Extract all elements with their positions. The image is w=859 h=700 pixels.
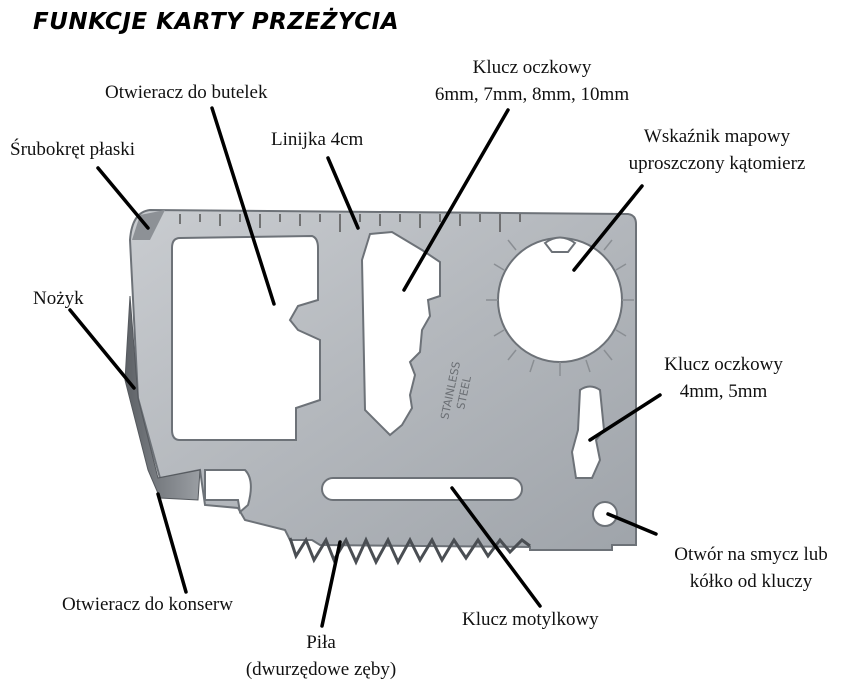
page-title: FUNKCJE KARTY PRZEŻYCIA <box>33 9 400 35</box>
small-wrench-slot <box>570 385 606 479</box>
leader-bottle-opener <box>210 106 276 306</box>
label-ring-wrench-small: Klucz oczkowy 4mm, 5mm <box>651 351 796 405</box>
leader-saw <box>320 540 342 628</box>
leader-butterfly-wrench <box>450 486 542 608</box>
label-saw-line2: (dwurzędowe zęby) <box>245 659 397 680</box>
label-can-opener: Otwieracz do konserw <box>62 594 233 615</box>
label-ring-wrench-large-line1: Klucz oczkowy <box>472 57 592 78</box>
leader-flat-screwdriver <box>96 166 150 230</box>
label-ring-wrench-small-line1: Klucz oczkowy <box>664 354 783 375</box>
leader-ruler <box>326 156 360 230</box>
label-ring-wrench-large-line2: 6mm, 7mm, 8mm, 10mm <box>434 84 630 105</box>
protractor-rays <box>486 239 634 376</box>
saw-teeth <box>288 536 531 566</box>
label-ruler: Linijka 4cm <box>271 129 364 150</box>
label-map-indicator-line2: uproszczony kątomierz <box>628 153 806 174</box>
bottle-opener-hole <box>171 234 321 441</box>
label-ring-wrench-large: Klucz oczkowy 6mm, 7mm, 8mm, 10mm <box>404 54 660 108</box>
map-indicator-hole <box>497 237 623 363</box>
label-knife: Nożyk <box>33 288 84 309</box>
leader-lanyard-hole <box>606 512 658 536</box>
label-lanyard-hole: Otwór na smycz lub kółko od kluczy <box>648 541 854 595</box>
label-lanyard-hole-line2: kółko od kluczy <box>689 571 813 592</box>
label-map-indicator-line1: Wskaźnik mapowy <box>643 126 791 147</box>
label-map-indicator: Wskaźnik mapowy uproszczony kątomierz <box>598 123 836 177</box>
butterfly-wrench-slot <box>321 477 523 501</box>
label-lanyard-hole-line1: Otwór na smycz lub <box>674 544 828 565</box>
label-ring-wrench-small-line2: 4mm, 5mm <box>679 381 768 402</box>
knife-edge <box>124 295 201 501</box>
label-butterfly-wrench: Klucz motylkowy <box>462 609 599 630</box>
leader-knife <box>68 308 136 390</box>
ruler-ticks <box>179 214 521 232</box>
label-saw: Piła (dwurzędowe zęby) <box>218 629 424 683</box>
label-bottle-opener: Otwieracz do butelek <box>105 82 268 103</box>
leader-lines <box>68 106 662 628</box>
leader-can-opener <box>156 492 188 594</box>
can-opener-notch <box>204 469 252 514</box>
leader-map-indicator <box>572 184 644 272</box>
label-flat-screwdriver: Śrubokręt płaski <box>10 139 136 160</box>
map-indicator-notch <box>543 236 577 253</box>
wrench-slot <box>360 230 441 437</box>
label-saw-line1: Piła <box>306 632 336 653</box>
leader-ring-wrench-large <box>402 108 510 292</box>
leader-ring-wrench-small <box>588 393 662 442</box>
lanyard-hole <box>592 501 618 527</box>
